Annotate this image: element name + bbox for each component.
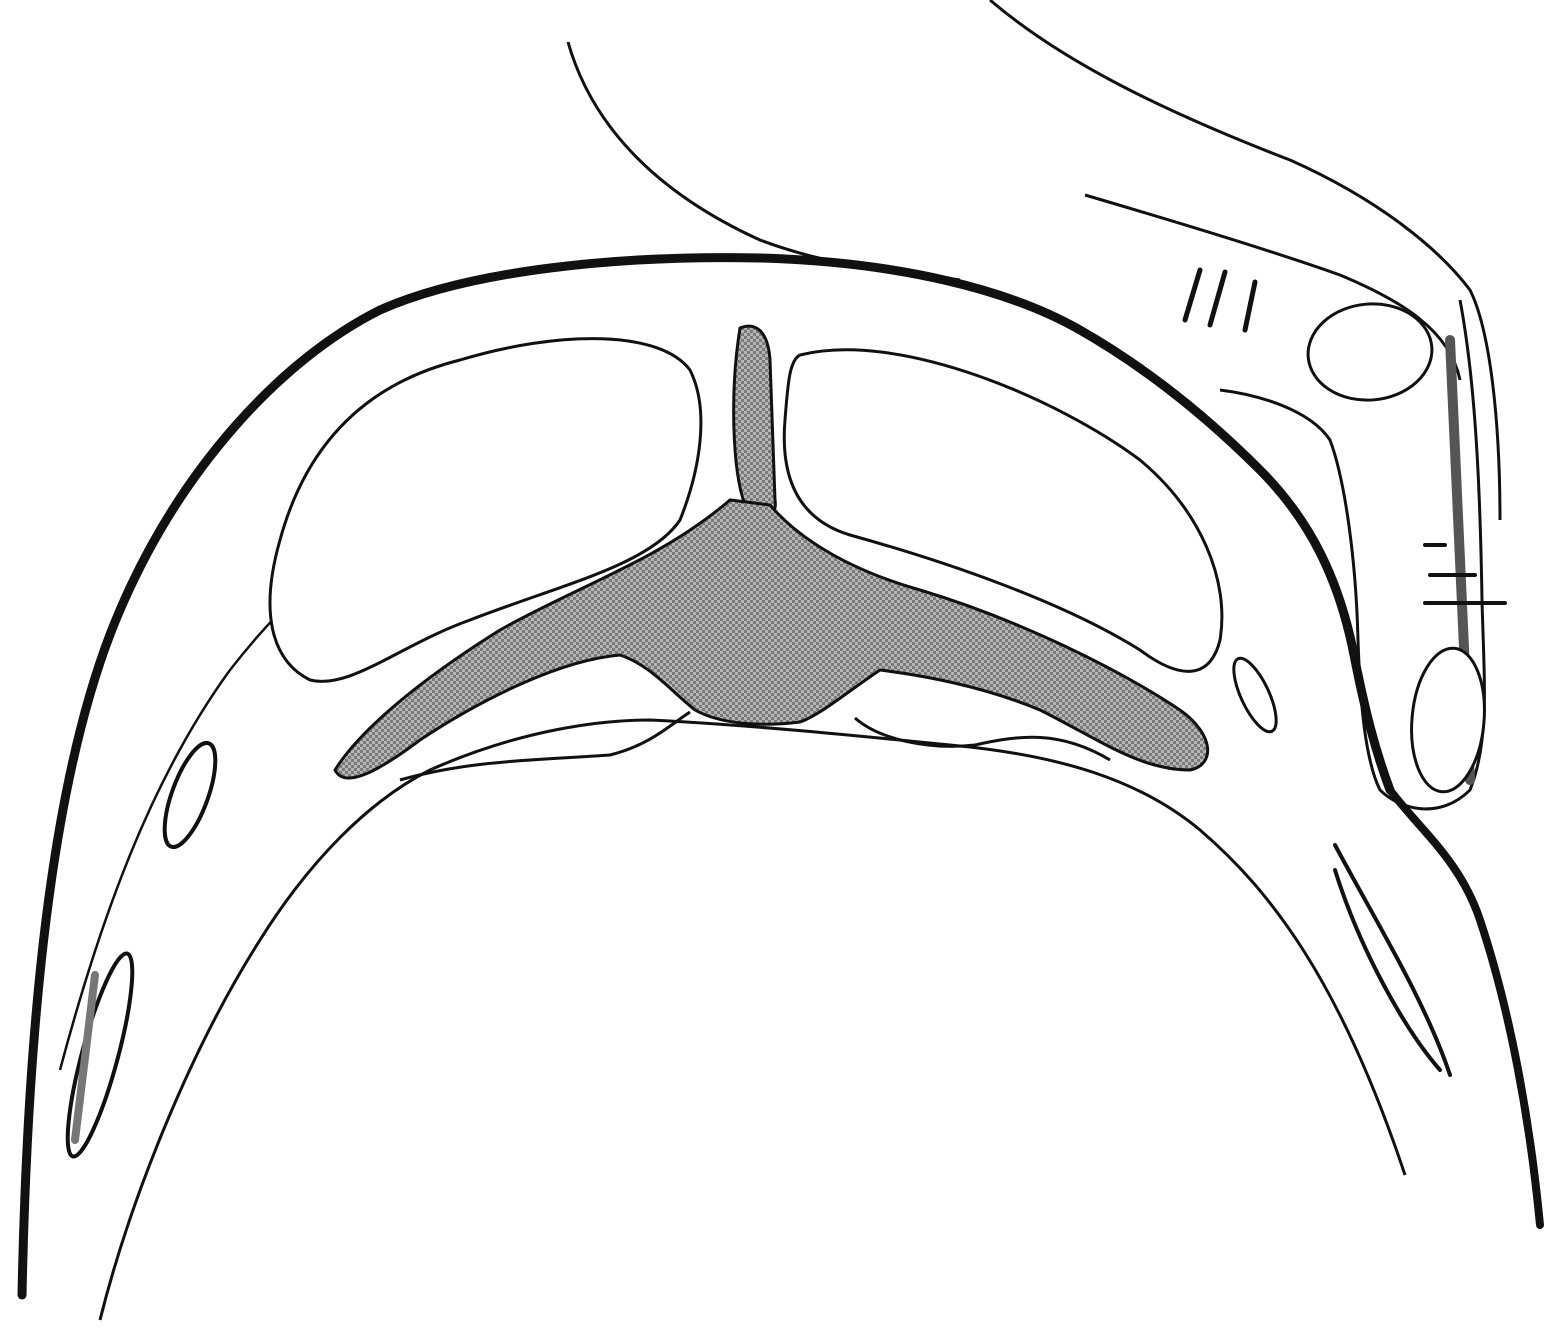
central-septum xyxy=(734,326,776,516)
inner-boundary xyxy=(100,720,1405,1320)
tick-marks-upper xyxy=(1185,270,1255,330)
left-small-oval-lower xyxy=(55,949,144,1161)
outer-wall-right xyxy=(1390,790,1540,1225)
left-small-oval-upper xyxy=(154,737,225,853)
outer-wall-left xyxy=(22,258,1390,1295)
small-oval-right xyxy=(1225,653,1284,737)
lower-right-oval xyxy=(1406,645,1490,795)
upper-flap-line xyxy=(568,42,960,280)
